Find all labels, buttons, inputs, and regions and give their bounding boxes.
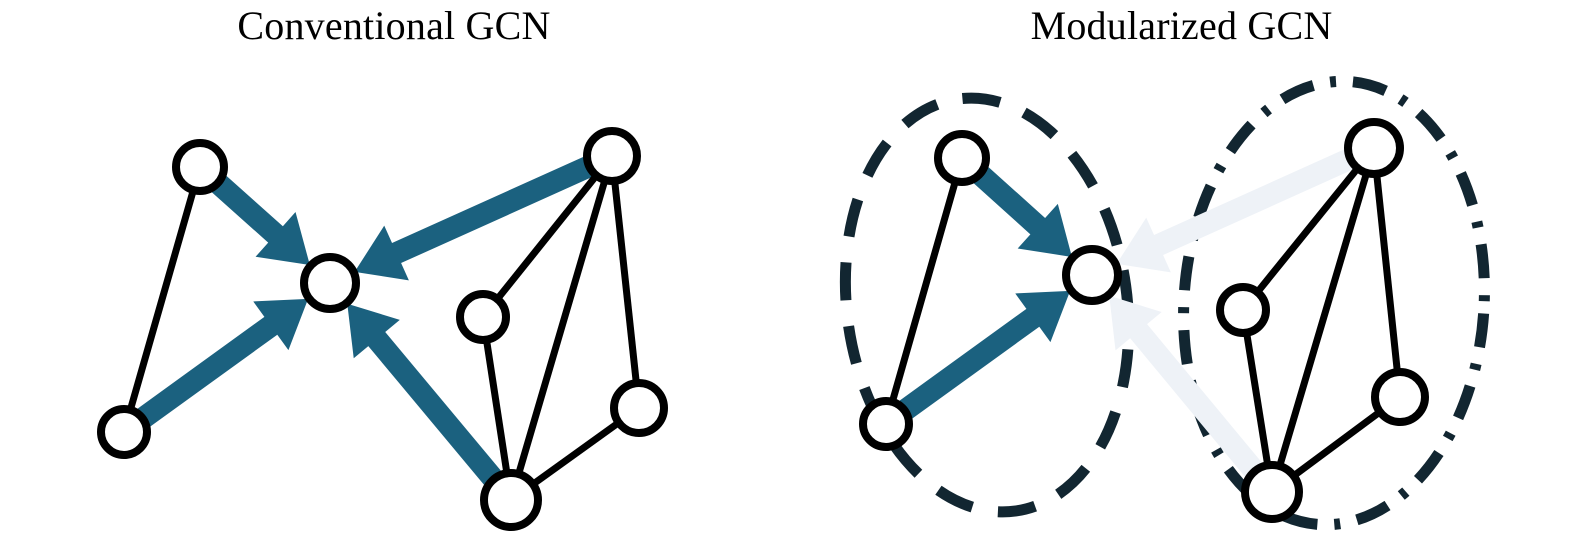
graph-node-node-b-top-conventional bbox=[583, 127, 641, 185]
graph-node-node-b-right-conventional bbox=[610, 379, 668, 437]
graph-edge bbox=[514, 177, 609, 477]
graph-edge bbox=[493, 171, 601, 303]
graph-node-node-a-top-conventional bbox=[172, 139, 228, 195]
graph-node-node-b-right-modularized bbox=[1371, 368, 1429, 426]
graph-edge bbox=[529, 418, 623, 489]
graph-node-node-b-mid-conventional bbox=[456, 290, 510, 344]
message-arrows-group bbox=[132, 147, 1359, 490]
graph-edge bbox=[482, 337, 511, 476]
graph-node-node-target-conventional bbox=[300, 253, 360, 313]
graph-edge bbox=[1275, 170, 1371, 470]
graph-node-node-a-top-modularized bbox=[934, 130, 990, 186]
graph-edge bbox=[1289, 407, 1384, 480]
graph-edges-group bbox=[126, 164, 1402, 489]
graph-edge bbox=[610, 178, 641, 386]
graph-node-node-b-bottom-conventional bbox=[480, 469, 542, 531]
arrow-a-bottom-to-target-modularized bbox=[894, 290, 1071, 422]
arrow-a-top-to-target-modularized bbox=[969, 163, 1072, 257]
module-right bbox=[1178, 75, 1490, 531]
arrow-a-bottom-to-target-conventional bbox=[132, 298, 309, 430]
panel-title-modularized: Modularized GCN bbox=[1030, 3, 1333, 48]
graph-edge bbox=[126, 187, 198, 413]
graph-node-node-b-bottom-modularized bbox=[1241, 461, 1303, 523]
graph-edge bbox=[1242, 330, 1272, 468]
arrow-b-bottom-to-target-conventional bbox=[347, 303, 505, 490]
arrow-b-top-to-target-conventional bbox=[354, 154, 598, 281]
graph-node-node-a-bottom-modularized bbox=[859, 397, 913, 451]
module-boundaries-group bbox=[839, 75, 1490, 531]
module-left bbox=[839, 92, 1135, 518]
graph-edge bbox=[888, 178, 960, 405]
graph-edge bbox=[1373, 171, 1402, 375]
arrow-a-top-to-target-conventional bbox=[207, 172, 310, 266]
graph-nodes-group bbox=[97, 118, 1429, 531]
graph-node-node-target-modularized bbox=[1062, 245, 1122, 305]
arrow-b-bottom-to-target-modularized bbox=[1109, 295, 1266, 482]
arrow-b-top-to-target-modularized bbox=[1116, 147, 1359, 273]
graph-node-node-b-mid-modularized bbox=[1216, 283, 1270, 337]
graph-edge bbox=[1253, 164, 1362, 296]
graph-node-node-a-bottom-conventional bbox=[97, 405, 151, 459]
panel-title-conventional: Conventional GCN bbox=[237, 3, 551, 48]
graph-node-node-b-top-modularized bbox=[1344, 118, 1404, 178]
